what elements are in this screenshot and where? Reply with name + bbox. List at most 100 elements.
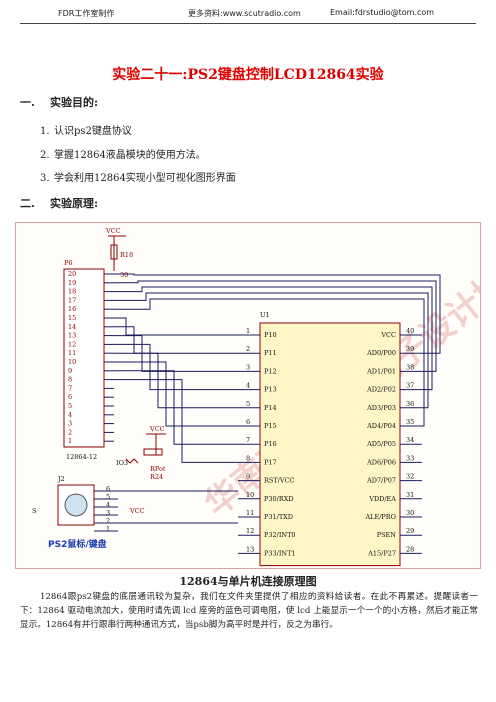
p6-pin-number: 16 (68, 305, 76, 313)
figure-caption: 12864与单片机连接原理图 (179, 575, 317, 588)
u1-right-pin-number: 33 (406, 454, 414, 462)
u1-right-pin-name: VDD/EA (368, 495, 396, 503)
control-wire (114, 273, 441, 354)
objective-number: 1. (40, 126, 50, 137)
u1-right-pin-number: 28 (406, 545, 414, 553)
schematic-diagram: 华南理工大学电子设计协会 FDR工作室P62019181716151413121… (15, 121, 496, 569)
data-bus-wire (114, 352, 238, 409)
ps2-label: PS2鼠标/键盘 (48, 538, 107, 550)
p6-pin-number: 19 (68, 279, 76, 287)
u1-right-pin-name: AD7/P07 (366, 477, 396, 485)
u1-left-pin-number: 13 (246, 545, 254, 553)
u1-left-pin-name: P14 (264, 404, 277, 412)
u1-left-pin-name: P12 (264, 367, 277, 375)
data-bus-wire (114, 326, 238, 354)
objective-text: 学会利用12864实现小型可视化图形界面 (54, 173, 236, 184)
u1-left-pin-number: 2 (246, 345, 250, 353)
u1-right-pin-name: ALE/PRO (364, 513, 396, 521)
data-bus-wire (114, 361, 238, 427)
u1-left-pin-number: 6 (246, 418, 250, 426)
p6-pin-number: 13 (68, 332, 76, 340)
rpot-label: RPot (150, 465, 166, 473)
rpot-resistor (143, 448, 163, 456)
u1-left-pin-name: P16 (264, 440, 277, 448)
p6-pin-number: 7 (68, 384, 72, 392)
u1-right-pin-number: 37 (406, 382, 414, 390)
u1-left-pin-number: 8 (246, 454, 250, 462)
u1-left-pin-number: 7 (246, 436, 250, 444)
p6-pin-number: 9 (68, 367, 72, 375)
control-wire (114, 280, 437, 372)
pin30-label: 30 (120, 271, 128, 279)
u1-right-pin-number: 32 (406, 473, 414, 481)
control-wire (114, 298, 425, 427)
p6-part-label: 12864-12 (66, 453, 97, 461)
p6-pin-number: 8 (68, 376, 72, 384)
j2-pin-number: 3 (106, 509, 110, 517)
u1-left-pin-name: P30/RXD (264, 495, 294, 503)
u1-left-pin-number: 12 (246, 527, 254, 535)
page-title: 实验二十一:PS2键盘控制LCD12864实验 (112, 67, 384, 83)
objective-number: 3. (40, 173, 50, 184)
objective-item: 1. 认识ps2键盘协议 (40, 122, 132, 137)
shield-label: S (32, 507, 36, 515)
r24-label: R24 (150, 473, 163, 481)
objective-text: 认识ps2键盘协议 (54, 126, 132, 137)
body-paragraph: 12864跟ps2键盘的底层通讯较为复杂，我们在文件夹里提供了相应的资料给读者。… (20, 592, 478, 630)
objective-number: 2. (40, 150, 50, 161)
u1-right-pin-number: 39 (406, 345, 414, 353)
data-bus-wire (114, 379, 238, 463)
j2-pin-number: 1 (106, 525, 110, 533)
u1-left-pin-name: P15 (264, 422, 277, 430)
u1-right-pin-number: 35 (406, 418, 414, 426)
section-label: 实验原理: (50, 197, 99, 210)
p6-pin-number: 15 (68, 314, 76, 322)
u1-right-pin-name: AD6/P06 (366, 458, 396, 466)
u1-left-pin-number: 4 (246, 382, 250, 390)
u1-right-pin-name: AD4/P04 (366, 422, 396, 430)
u1-right-pin-name: AD3/P03 (366, 404, 396, 412)
ground-symbol (125, 458, 139, 464)
p6-pin-number: 11 (68, 349, 76, 357)
j2-pin-number: 4 (106, 501, 110, 509)
p6-pin-number: 10 (68, 358, 76, 366)
u1-label: U1 (260, 311, 270, 319)
p6-pin-number: 6 (68, 393, 72, 401)
section-objectives: 一. 实验目的: (20, 94, 98, 110)
u1-chip-body (259, 322, 401, 567)
vcc-top-label: VCC (105, 227, 121, 235)
j2-pin-number: 2 (106, 517, 110, 525)
vcc-j2-label: VCC (129, 507, 145, 515)
u1-right-pin-name: AD2/P02 (366, 386, 396, 394)
u1-right-pin-name: AD1/P01 (366, 367, 396, 375)
section-number: 二. (20, 197, 35, 210)
u1-left-pin-name: RST/VCC (264, 477, 295, 485)
r18-resistor (110, 244, 118, 260)
u1-left-pin-name: P17 (264, 458, 277, 466)
j2-pin-number: 5 (106, 493, 110, 501)
u1-left-pin-name: P32/INT0 (264, 531, 296, 539)
control-wire (114, 286, 433, 391)
u1-right-pin-number: 30 (406, 509, 414, 517)
header-left: FDR工作室制作 (58, 9, 115, 18)
u1-left-pin-number: 5 (246, 400, 250, 408)
u1-left-pin-name: P11 (264, 349, 277, 357)
u1-right-pin-name: PSEN (377, 531, 397, 539)
p6-pin-number: 14 (68, 323, 76, 331)
u1-right-pin-name: VCC (380, 331, 396, 339)
section-label: 实验目的: (50, 96, 99, 109)
vcc-mid-label: VCC (149, 425, 165, 433)
io3-label: IO3 (116, 459, 128, 467)
section-number: 一. (20, 96, 35, 109)
p6-label: P6 (64, 259, 73, 267)
u1-right-pin-number: 38 (406, 363, 414, 371)
header-right: Email:fdrstudio@tom.com (330, 8, 435, 17)
u1-left-pin-number: 10 (246, 491, 254, 499)
ps2-socket-icon (64, 493, 88, 517)
r18-label: R18 (120, 251, 133, 259)
objective-text: 掌握12864液晶模块的使用方法。 (54, 150, 206, 161)
section-principle: 二. 实验原理: (20, 195, 98, 211)
u1-right-pin-number: 40 (406, 327, 414, 335)
u1-left-pin-name: P33/INT1 (264, 549, 296, 557)
u1-left-pin-name: P31/TXD (264, 513, 293, 521)
